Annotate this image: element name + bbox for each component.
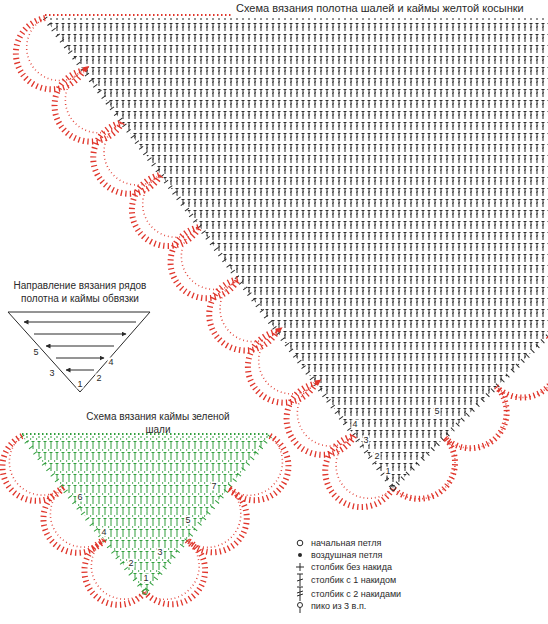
stitch-grid (45, 18, 548, 488)
direction-outline (8, 312, 150, 392)
row-number: 4 (100, 528, 107, 537)
row-number: 4 (107, 358, 114, 367)
legend-text: начальная петля (311, 537, 381, 549)
edging-scallop (145, 436, 288, 604)
legend-text: пико из 3 в.п. (311, 600, 366, 612)
row-number: 5 (433, 407, 440, 416)
row-number: 3 (362, 436, 369, 445)
edging-chain (9, 436, 145, 599)
edge-stitches (393, 336, 548, 488)
picot-symbol (298, 603, 303, 614)
start-loop (391, 486, 396, 491)
stitch-grid (22, 436, 270, 592)
direction-arrow (34, 334, 126, 335)
legend-text: столбик без накида (311, 561, 392, 573)
row-number: 1 (384, 467, 391, 476)
edging-scallop (16, 18, 393, 507)
direction-arrow (24, 322, 136, 323)
start-loop (143, 590, 148, 595)
single-crochet-symbol (296, 563, 304, 571)
edge-stitches (22, 436, 145, 592)
row-number: 5 (184, 516, 191, 525)
row-number: 2 (95, 374, 102, 383)
row-number: 7 (210, 482, 217, 491)
edge-stitches (45, 18, 393, 488)
row-number: 3 (156, 548, 163, 557)
direction-arrow (66, 370, 94, 371)
treble-crochet-symbol (297, 587, 303, 601)
row-number: 6 (76, 493, 83, 502)
edging-chain (27, 18, 393, 498)
chain-row (45, 14, 232, 16)
double-crochet-symbol (297, 574, 303, 586)
section-heading: Схема вязания каймы зеленой шали (86, 411, 230, 436)
edging-scallop (393, 336, 548, 499)
chart-title: Схема вязания полотна шалей и каймы желт… (236, 2, 524, 16)
edging-chain (145, 436, 282, 599)
row-number: 1 (142, 574, 149, 583)
row-number: 2 (127, 559, 134, 568)
row-number: 5 (32, 348, 39, 357)
edge-stitches (145, 436, 270, 592)
edging-scallop (2, 436, 145, 605)
row-number: 1 (76, 380, 83, 389)
chain-symbol (298, 553, 302, 557)
legend-text: столбик с 1 накидом (311, 574, 396, 586)
row-number: 3 (48, 369, 55, 378)
direction-arrow (46, 346, 114, 347)
legend-text: столбик с 2 накидами (311, 588, 401, 600)
edging-chain (393, 336, 548, 499)
row-number: 4 (351, 420, 358, 429)
row-number: 2 (373, 452, 380, 461)
start-loop-symbol (297, 540, 303, 546)
legend-text: воздушная петля (311, 549, 382, 561)
direction-arrow (56, 358, 104, 359)
section-heading: Направление вязания рядов полотна и кайм… (4, 280, 156, 305)
